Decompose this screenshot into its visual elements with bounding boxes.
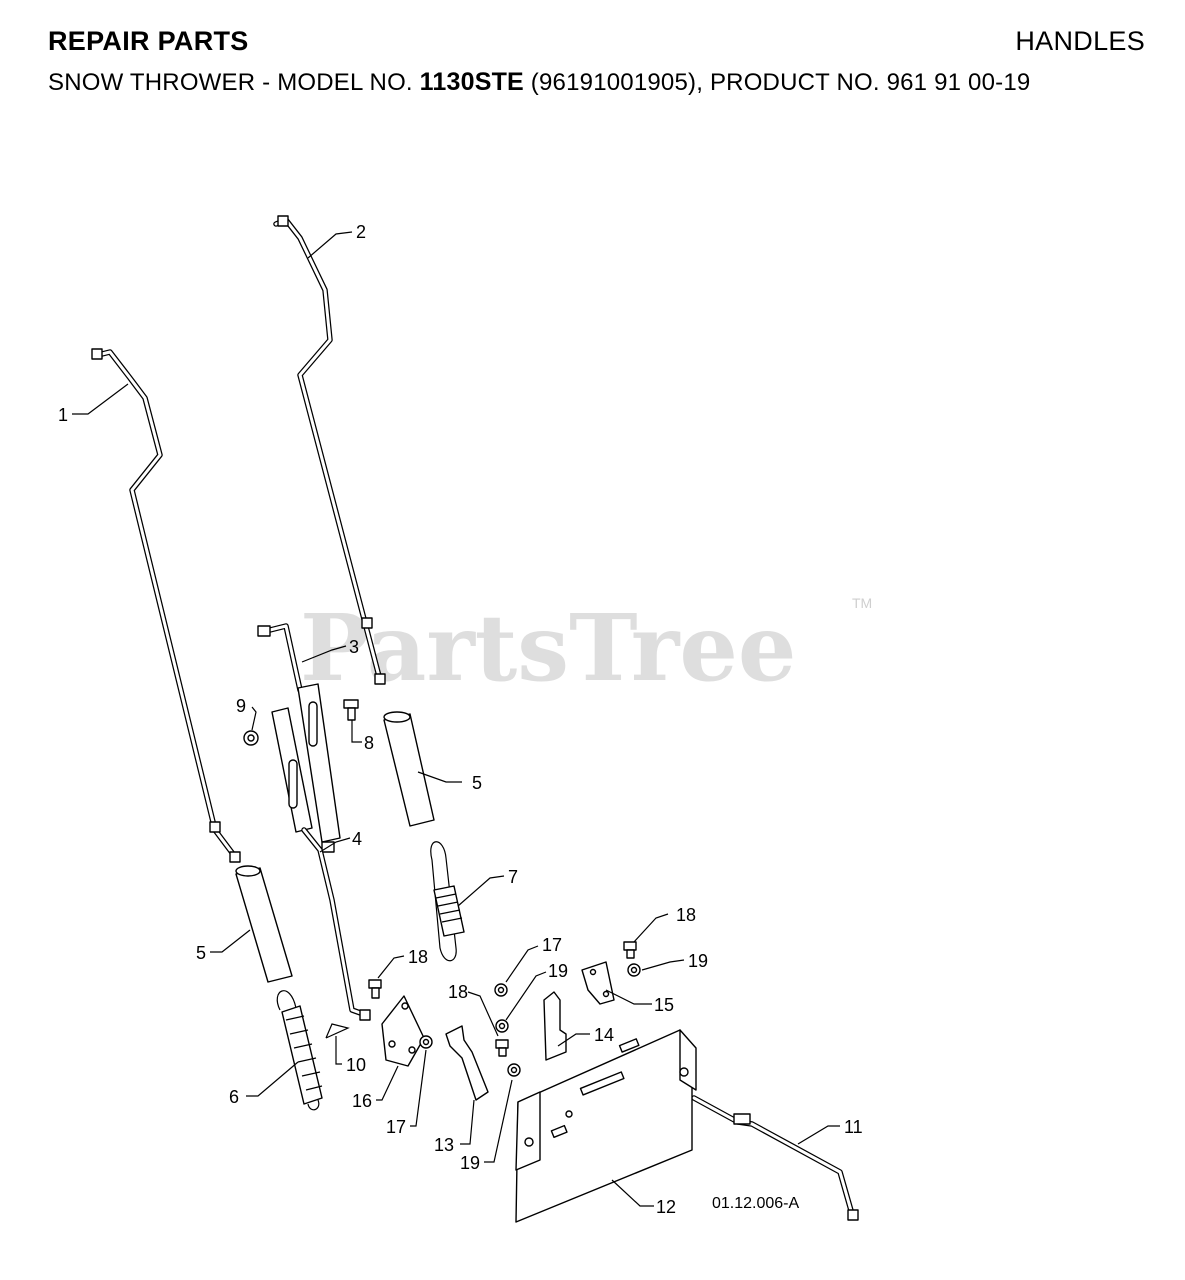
subtitle-suffix: (96191001905), PRODUCT NO. 961 91 00-19 [523, 69, 1031, 96]
callout-2: 2 [356, 222, 366, 242]
part-7-spring [430, 841, 465, 962]
part-6-spring [276, 990, 323, 1111]
callout-15: 15 [654, 995, 674, 1015]
callout-4: 4 [352, 829, 362, 849]
leader-lines [72, 231, 840, 1207]
callout-8: 8 [364, 733, 374, 753]
part-1-rod [91, 348, 241, 863]
part-15-plate [581, 961, 615, 1005]
page-subtitle: SNOW THROWER - MODEL NO. 1130STE (961910… [48, 68, 1031, 96]
callout-19-right: 19 [688, 951, 708, 971]
callout-labels: 1 2 3 4 5 5 6 7 8 9 10 11 12 13 14 15 16… [58, 222, 863, 1217]
part-12-plate [515, 1029, 697, 1223]
callout-11: 11 [844, 1117, 863, 1137]
callout-17-lower: 17 [386, 1117, 406, 1137]
part-14-bracket [543, 991, 567, 1061]
part-19-nut-a [495, 1019, 509, 1033]
drawing-reference: 01.12.006-A [712, 1195, 800, 1212]
part-4-link [271, 707, 371, 1021]
part-8-bolt [343, 699, 359, 721]
part-5-grip-lower [235, 865, 293, 983]
callout-18-left: 18 [408, 947, 428, 967]
part-2-rod [273, 215, 386, 685]
model-number: 1130STE [419, 68, 524, 96]
callout-5-upper: 5 [472, 773, 482, 793]
part-17-nut-lower [419, 1035, 433, 1049]
callout-6: 6 [229, 1087, 239, 1107]
callout-10: 10 [346, 1055, 366, 1075]
callout-19-upper: 19 [548, 961, 568, 981]
callout-16: 16 [352, 1091, 372, 1111]
part-11-cable-rod [691, 1095, 859, 1221]
callout-9: 9 [236, 696, 246, 716]
part-5-grip-upper [383, 711, 435, 827]
callout-3: 3 [349, 637, 359, 657]
watermark-tm: TM [852, 595, 872, 611]
callout-18-right: 18 [676, 905, 696, 925]
callout-12: 12 [656, 1197, 676, 1217]
part-16-plate [381, 995, 425, 1067]
part-3-link [257, 623, 341, 853]
callout-18-middle: 18 [448, 982, 468, 1002]
header-row-title: REPAIR PARTS HANDLES [48, 26, 1145, 60]
part-10-clip [325, 1023, 350, 1039]
callout-7: 7 [508, 867, 518, 887]
callout-14: 14 [594, 1025, 614, 1045]
callout-1: 1 [58, 405, 68, 425]
watermark-text: PartsTree [300, 594, 796, 702]
callout-17-upper: 17 [542, 935, 562, 955]
part-19-nut-c [627, 963, 641, 977]
part-18-bolt-left [368, 979, 382, 999]
page-title: REPAIR PARTS [48, 26, 249, 56]
part-13-bracket [445, 1025, 489, 1101]
callout-19-lower: 19 [460, 1153, 480, 1173]
part-17-nut-upper [494, 983, 508, 997]
part-18-bolt-right [623, 941, 637, 959]
part-19-nut-b [507, 1063, 521, 1077]
subtitle-prefix: SNOW THROWER - MODEL NO. [48, 69, 420, 96]
part-9-nut [243, 730, 259, 746]
part-18-bolt-middle [495, 1039, 509, 1057]
callout-5-lower: 5 [196, 943, 206, 963]
header-row-subtitle: SNOW THROWER - MODEL NO. 1130STE (961910… [48, 68, 1145, 102]
section-title: HANDLES [1015, 26, 1145, 56]
callout-13: 13 [434, 1135, 454, 1155]
